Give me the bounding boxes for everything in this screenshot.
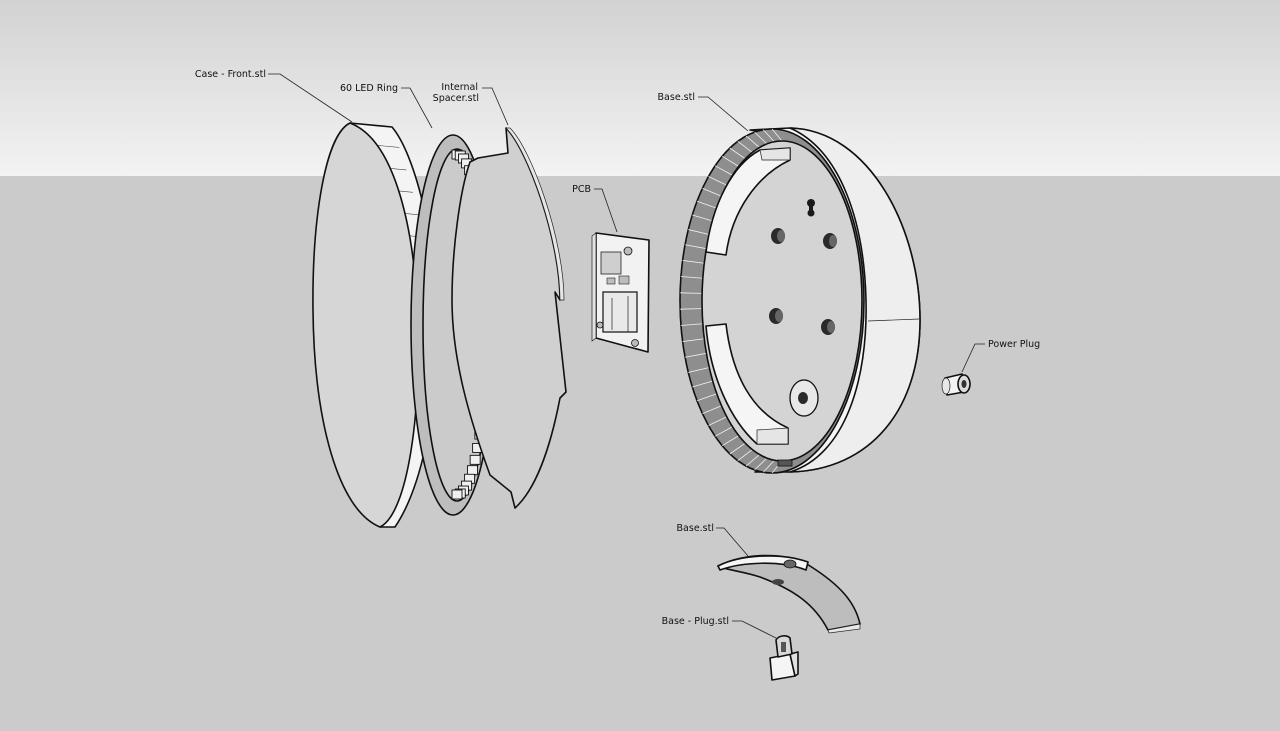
base-rim-segments xyxy=(680,128,783,474)
label-base-plug: Base - Plug.stl xyxy=(662,616,729,627)
rim-segment-line xyxy=(377,145,400,148)
label-led-ring: 60 LED Ring xyxy=(340,83,398,94)
pcb-chip xyxy=(600,251,622,275)
led-block xyxy=(469,454,481,465)
base-rim-segment-line xyxy=(729,147,746,160)
base-rim-segment-line xyxy=(737,141,753,153)
base-rim-segment-line xyxy=(688,367,710,373)
stand-slot xyxy=(772,579,784,585)
base-rim-segment-line xyxy=(696,393,717,402)
led-block xyxy=(451,489,463,500)
base-rim-segment-line xyxy=(702,405,722,415)
leader-power-plug xyxy=(961,343,985,373)
base-rim-segment-line xyxy=(714,426,733,437)
base-rim-segment-line xyxy=(714,165,733,176)
base-rim-segment-line xyxy=(737,449,753,461)
base-rim-segment-line xyxy=(680,292,703,294)
label-base-stand: Base.stl xyxy=(677,523,714,534)
base-rim-segment-line xyxy=(722,155,739,167)
base-rim-segment-line xyxy=(722,435,739,447)
label-case-front: Case - Front.stl xyxy=(195,69,266,80)
label-power-plug: Power Plug xyxy=(988,339,1040,350)
base-rim-segment-line xyxy=(682,338,705,342)
base-rim-segment-line xyxy=(680,308,703,310)
base-rim-segment-line xyxy=(745,135,760,148)
base-rim-segment-line xyxy=(688,229,710,235)
screw-boss xyxy=(821,319,835,335)
base-rim-segment-line xyxy=(771,128,783,142)
screw-boss xyxy=(771,228,785,244)
base-rim-segment-line xyxy=(745,454,760,467)
label-base-top: Base.stl xyxy=(658,92,695,103)
label-internal-spacer-line2: Spacer.stl xyxy=(433,93,479,104)
base-rim-segment-line xyxy=(708,416,727,426)
base-rim-segment-line xyxy=(682,260,705,264)
screw-boss xyxy=(769,308,783,324)
base-stand-part xyxy=(717,554,861,634)
base-rim-segment-line xyxy=(684,244,707,250)
base-rim-segment-line xyxy=(762,129,775,142)
base-rim-segment-line xyxy=(680,276,703,279)
base-rim-segment-line xyxy=(684,352,707,358)
base-rim-segment-line xyxy=(754,457,768,471)
base-rim-segment-line xyxy=(729,442,746,455)
base-plug-part xyxy=(769,635,799,681)
leader-internal-spacer xyxy=(482,87,509,126)
base-rim-segment-line xyxy=(754,131,768,145)
leader-pcb xyxy=(594,188,618,233)
leader-led-ring xyxy=(401,87,433,129)
base-rim-segment-line xyxy=(692,380,713,388)
base-rim-segment-line xyxy=(692,214,713,222)
pcb-mount-hole xyxy=(631,339,639,347)
stand-screw-hole xyxy=(783,559,797,569)
pcb-part xyxy=(591,232,650,353)
power-plug-part xyxy=(941,373,971,396)
pcb-connector xyxy=(602,291,638,333)
base-housing-part xyxy=(679,127,921,474)
led-block xyxy=(467,465,478,476)
label-internal-spacer-line1: Internal xyxy=(441,82,478,93)
base-rim-segment-line xyxy=(696,200,717,209)
sky-background xyxy=(0,0,1280,176)
leader-base-plug xyxy=(732,620,777,639)
leader-base-top xyxy=(698,96,749,132)
base-rim-segment-line xyxy=(702,187,722,197)
leader-case-front xyxy=(268,73,353,123)
pcb-mount-hole xyxy=(623,246,633,256)
pcb-mount-hole xyxy=(596,321,604,329)
base-rim-segment-line xyxy=(762,460,775,473)
label-pcb: PCB xyxy=(572,184,591,195)
internal-spacer-part xyxy=(451,127,567,509)
leader-base-stand xyxy=(716,527,749,557)
screw-boss xyxy=(823,233,837,249)
base-rim-segment-line xyxy=(680,323,703,326)
base-rim-segment-line xyxy=(708,176,727,186)
